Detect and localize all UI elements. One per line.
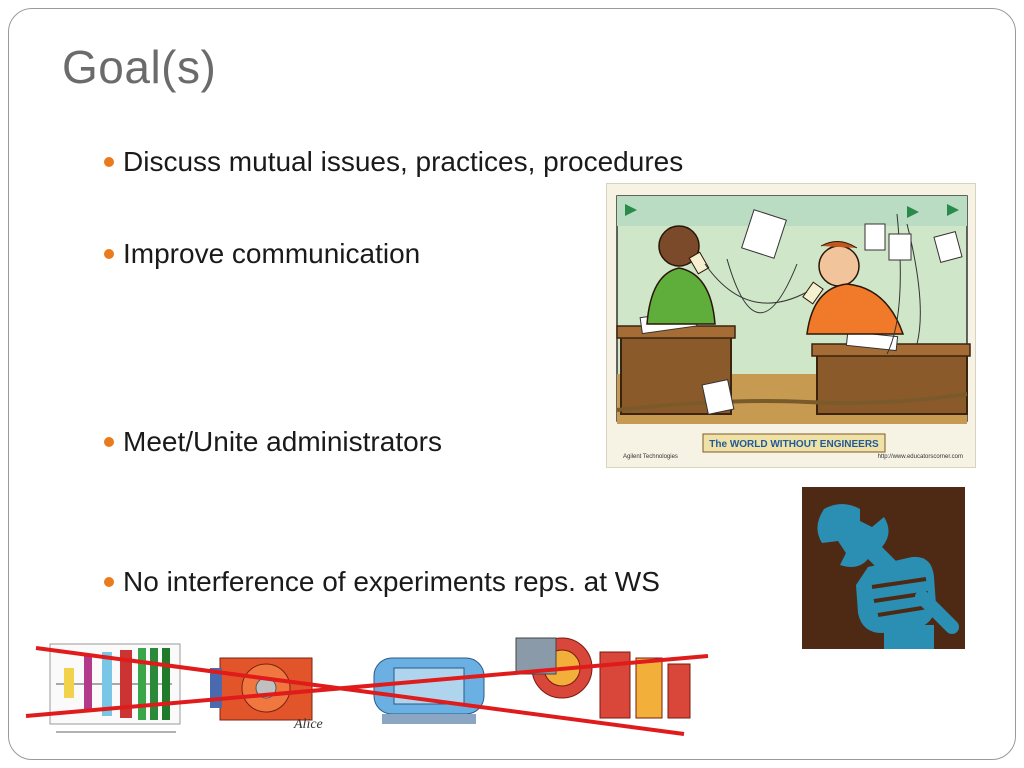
bullet-dot-icon	[104, 249, 114, 259]
experiment-detectors-crossed-out: Alice	[22, 628, 712, 740]
bullet-text: Meet/Unite administrators	[123, 426, 443, 457]
bullet-item: Discuss mutual issues, practices, proced…	[104, 146, 683, 178]
bullet-text: Improve communication	[123, 238, 421, 269]
cartoon-footer-left: Agilent Technologies	[623, 454, 678, 460]
bullet-item: Improve communication	[104, 238, 420, 270]
bullet-dot-icon	[104, 157, 114, 167]
cartoon-footer-right: http://www.educatorscorner.com	[878, 454, 963, 460]
cross-out-line	[25, 654, 709, 718]
bullet-dot-icon	[104, 577, 114, 587]
detector-atlas-diagram	[373, 657, 485, 724]
cartoon-banner-text: The WORLD WITHOUT ENGINEERS	[709, 439, 879, 450]
bullet-item: Meet/Unite administrators	[104, 426, 442, 458]
bullet-text: Discuss mutual issues, practices, proced…	[123, 146, 684, 177]
detector-cms-diagram	[515, 637, 691, 719]
bullet-item: No interference of experiments reps. at …	[104, 566, 660, 598]
engineers-cartoon-image: The WORLD WITHOUT ENGINEERS Agilent Tech…	[606, 183, 976, 468]
bullet-dot-icon	[104, 437, 114, 447]
bullet-text: No interference of experiments reps. at …	[123, 566, 660, 597]
slide-title: Goal(s)	[62, 41, 217, 93]
cartoon-drawing: The WORLD WITHOUT ENGINEERS Agilent Tech…	[607, 184, 975, 467]
alice-signature: Alice	[293, 717, 323, 732]
cross-out-line	[35, 646, 685, 736]
hand-holding-wrench-icon	[802, 487, 965, 649]
